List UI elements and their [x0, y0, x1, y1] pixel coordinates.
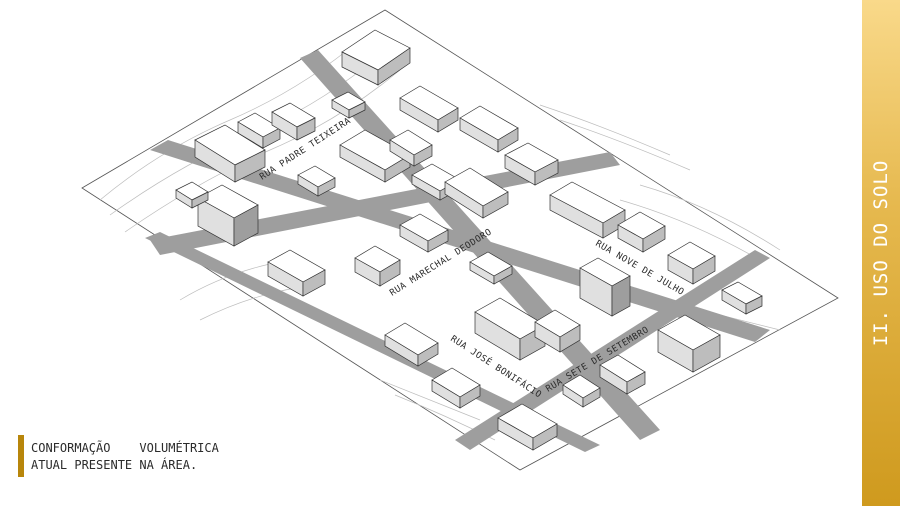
building: [354, 245, 401, 287]
building: [721, 281, 763, 315]
caption-line-1: CONFORMAÇÃO VOLUMÉTRICA: [31, 441, 219, 455]
building: [469, 251, 513, 285]
building: [504, 142, 559, 186]
building: [459, 105, 519, 153]
buildings: [175, 29, 763, 451]
building: [389, 129, 433, 167]
building: [384, 322, 439, 367]
isometric-volumetric-map: RUA PADRE TEIXEIRA RUA MARECHAL DEODORO …: [81, 9, 839, 471]
building: [341, 29, 411, 86]
building: [617, 211, 666, 253]
building: [271, 102, 316, 141]
building: [339, 129, 411, 183]
building: [431, 367, 481, 409]
building: [534, 309, 581, 353]
building: [399, 85, 459, 133]
building: [267, 249, 326, 297]
building: [175, 181, 209, 209]
building: [599, 354, 646, 395]
caption: CONFORMAÇÃO VOLUMÉTRICA ATUAL PRESENTE N…: [31, 440, 219, 474]
building: [399, 213, 449, 253]
building: [444, 167, 509, 219]
section-side-band: II. USO DO SOLO: [862, 0, 900, 506]
building: [562, 374, 601, 408]
building: [579, 257, 631, 317]
building: [197, 184, 259, 247]
building: [497, 403, 558, 451]
building: [331, 91, 366, 119]
building: [549, 181, 626, 239]
road-marechal-deodoro: [150, 152, 620, 255]
road-sete-de-setembro: [455, 250, 770, 450]
road-jose-bonifacio: [145, 232, 600, 452]
building: [667, 241, 716, 285]
building: [657, 314, 721, 373]
caption-line-2: ATUAL PRESENTE NA ÁREA.: [31, 458, 198, 472]
building: [194, 124, 266, 183]
caption-accent-bar: [18, 435, 24, 477]
section-title: II. USO DO SOLO: [870, 159, 892, 347]
building: [297, 165, 336, 197]
